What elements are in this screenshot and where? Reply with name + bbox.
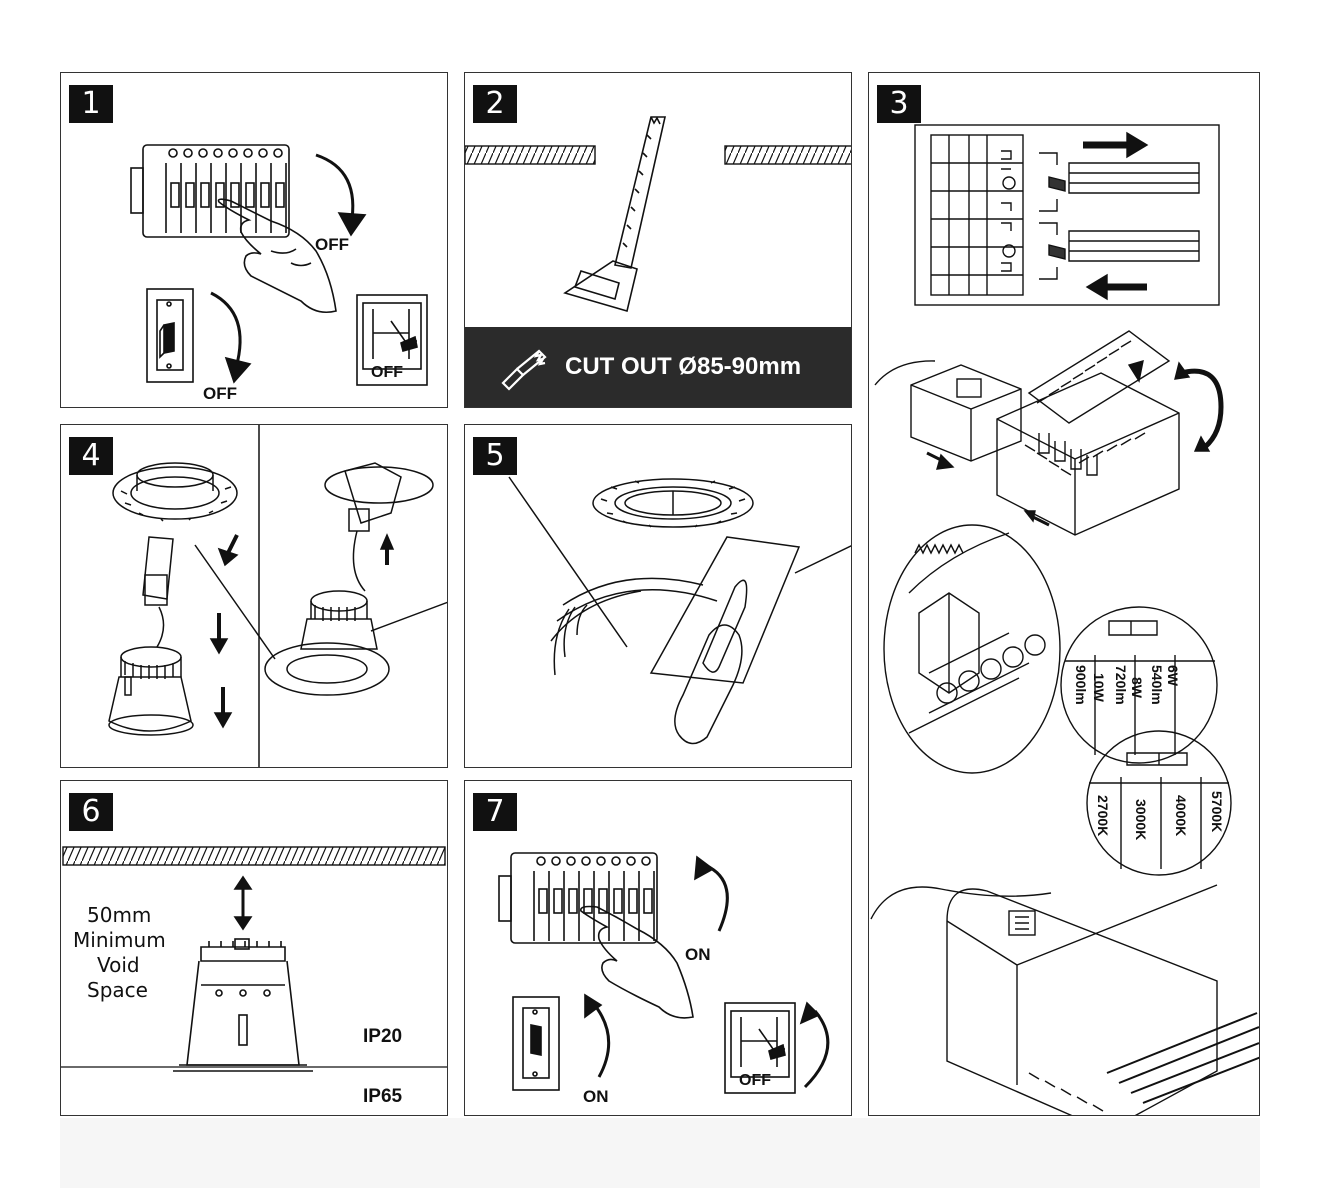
push-fitting-illustration: [508, 476, 851, 745]
cut-out-text: CUT OUT Ø85-90mm: [565, 353, 802, 380]
step-number: 5: [473, 437, 517, 475]
lumens-720: 720lm: [1113, 665, 1129, 705]
saw-icon: [501, 349, 547, 391]
isolator-off-label: OFF: [739, 1072, 771, 1089]
step-number: 3: [877, 85, 921, 123]
power-on-illustration: [498, 852, 830, 1094]
void-line-3: Void: [97, 953, 140, 977]
cct-3000k: 3000K: [1133, 799, 1149, 841]
cct-5700k: 5700K: [1209, 791, 1225, 833]
ceiling-hatch: [465, 145, 851, 165]
ip20-label: IP20: [363, 1026, 403, 1047]
isolator-off-label: OFF: [371, 364, 403, 381]
step-number: 2: [473, 85, 517, 123]
saw-cut-ceiling-illustration: [465, 116, 851, 313]
ip65-label: IP65: [363, 1086, 403, 1107]
step-number: 7: [473, 793, 517, 831]
power-table: 6W 540lm 8W 720lm 10W 900lm: [1065, 665, 1215, 725]
step-number: 1: [69, 85, 113, 123]
void-line-2: Minimum: [73, 928, 166, 952]
breaker-terminals: [168, 148, 283, 158]
void-line-4: Space: [87, 978, 148, 1002]
cut-out-banner: CUT OUT Ø85-90mm: [465, 327, 851, 407]
breaker-on-label: ON: [685, 945, 711, 964]
void-line-1: 50mm: [87, 903, 152, 927]
power-10w: 10W: [1091, 673, 1107, 702]
cct-4000k: 4000K: [1173, 795, 1189, 837]
power-selector-zoom: [1060, 606, 1218, 764]
step-1-panel: 1: [60, 72, 448, 408]
cct-2700k: 2700K: [1095, 795, 1111, 837]
driver-wiring-illustration: [870, 124, 1259, 1115]
step-7-panel: 7: [464, 780, 852, 1116]
wall-switch-off-label: OFF: [203, 384, 237, 403]
step-5-panel: 5: [464, 424, 852, 768]
wall-switch-on-label: ON: [583, 1087, 609, 1106]
lumens-540: 540lm: [1149, 665, 1165, 705]
ceiling-joist-hatch: [62, 846, 446, 866]
breaker-off-label: OFF: [315, 235, 349, 254]
cct-selector-zoom: [1086, 730, 1232, 876]
power-8w: 8W: [1129, 677, 1145, 698]
saw: [563, 116, 667, 313]
breaker-switch-off-illustration: [130, 144, 428, 386]
power-6w: 6W: [1165, 665, 1181, 686]
step-2-panel: 2 CUT OUT Ø85-90mm: [464, 72, 852, 408]
zoom-terminal: [883, 524, 1061, 774]
void-space-illustration: [61, 846, 447, 1072]
step-4-panel: 4: [60, 424, 448, 768]
bottom-band: [60, 1118, 1260, 1188]
step-number: 4: [69, 437, 113, 475]
cct-table: 5700K 4000K 3000K 2700K: [1089, 791, 1229, 861]
step-6-panel: 6 50mm Minimum Void Space IP20 IP65: [60, 780, 448, 1116]
terminal-block-inset: [914, 124, 1220, 306]
lumens-900: 900lm: [1073, 665, 1089, 705]
step-number: 6: [69, 793, 113, 831]
step-3-panel: 3: [868, 72, 1260, 1116]
connect-driver-illustration: [108, 425, 447, 767]
